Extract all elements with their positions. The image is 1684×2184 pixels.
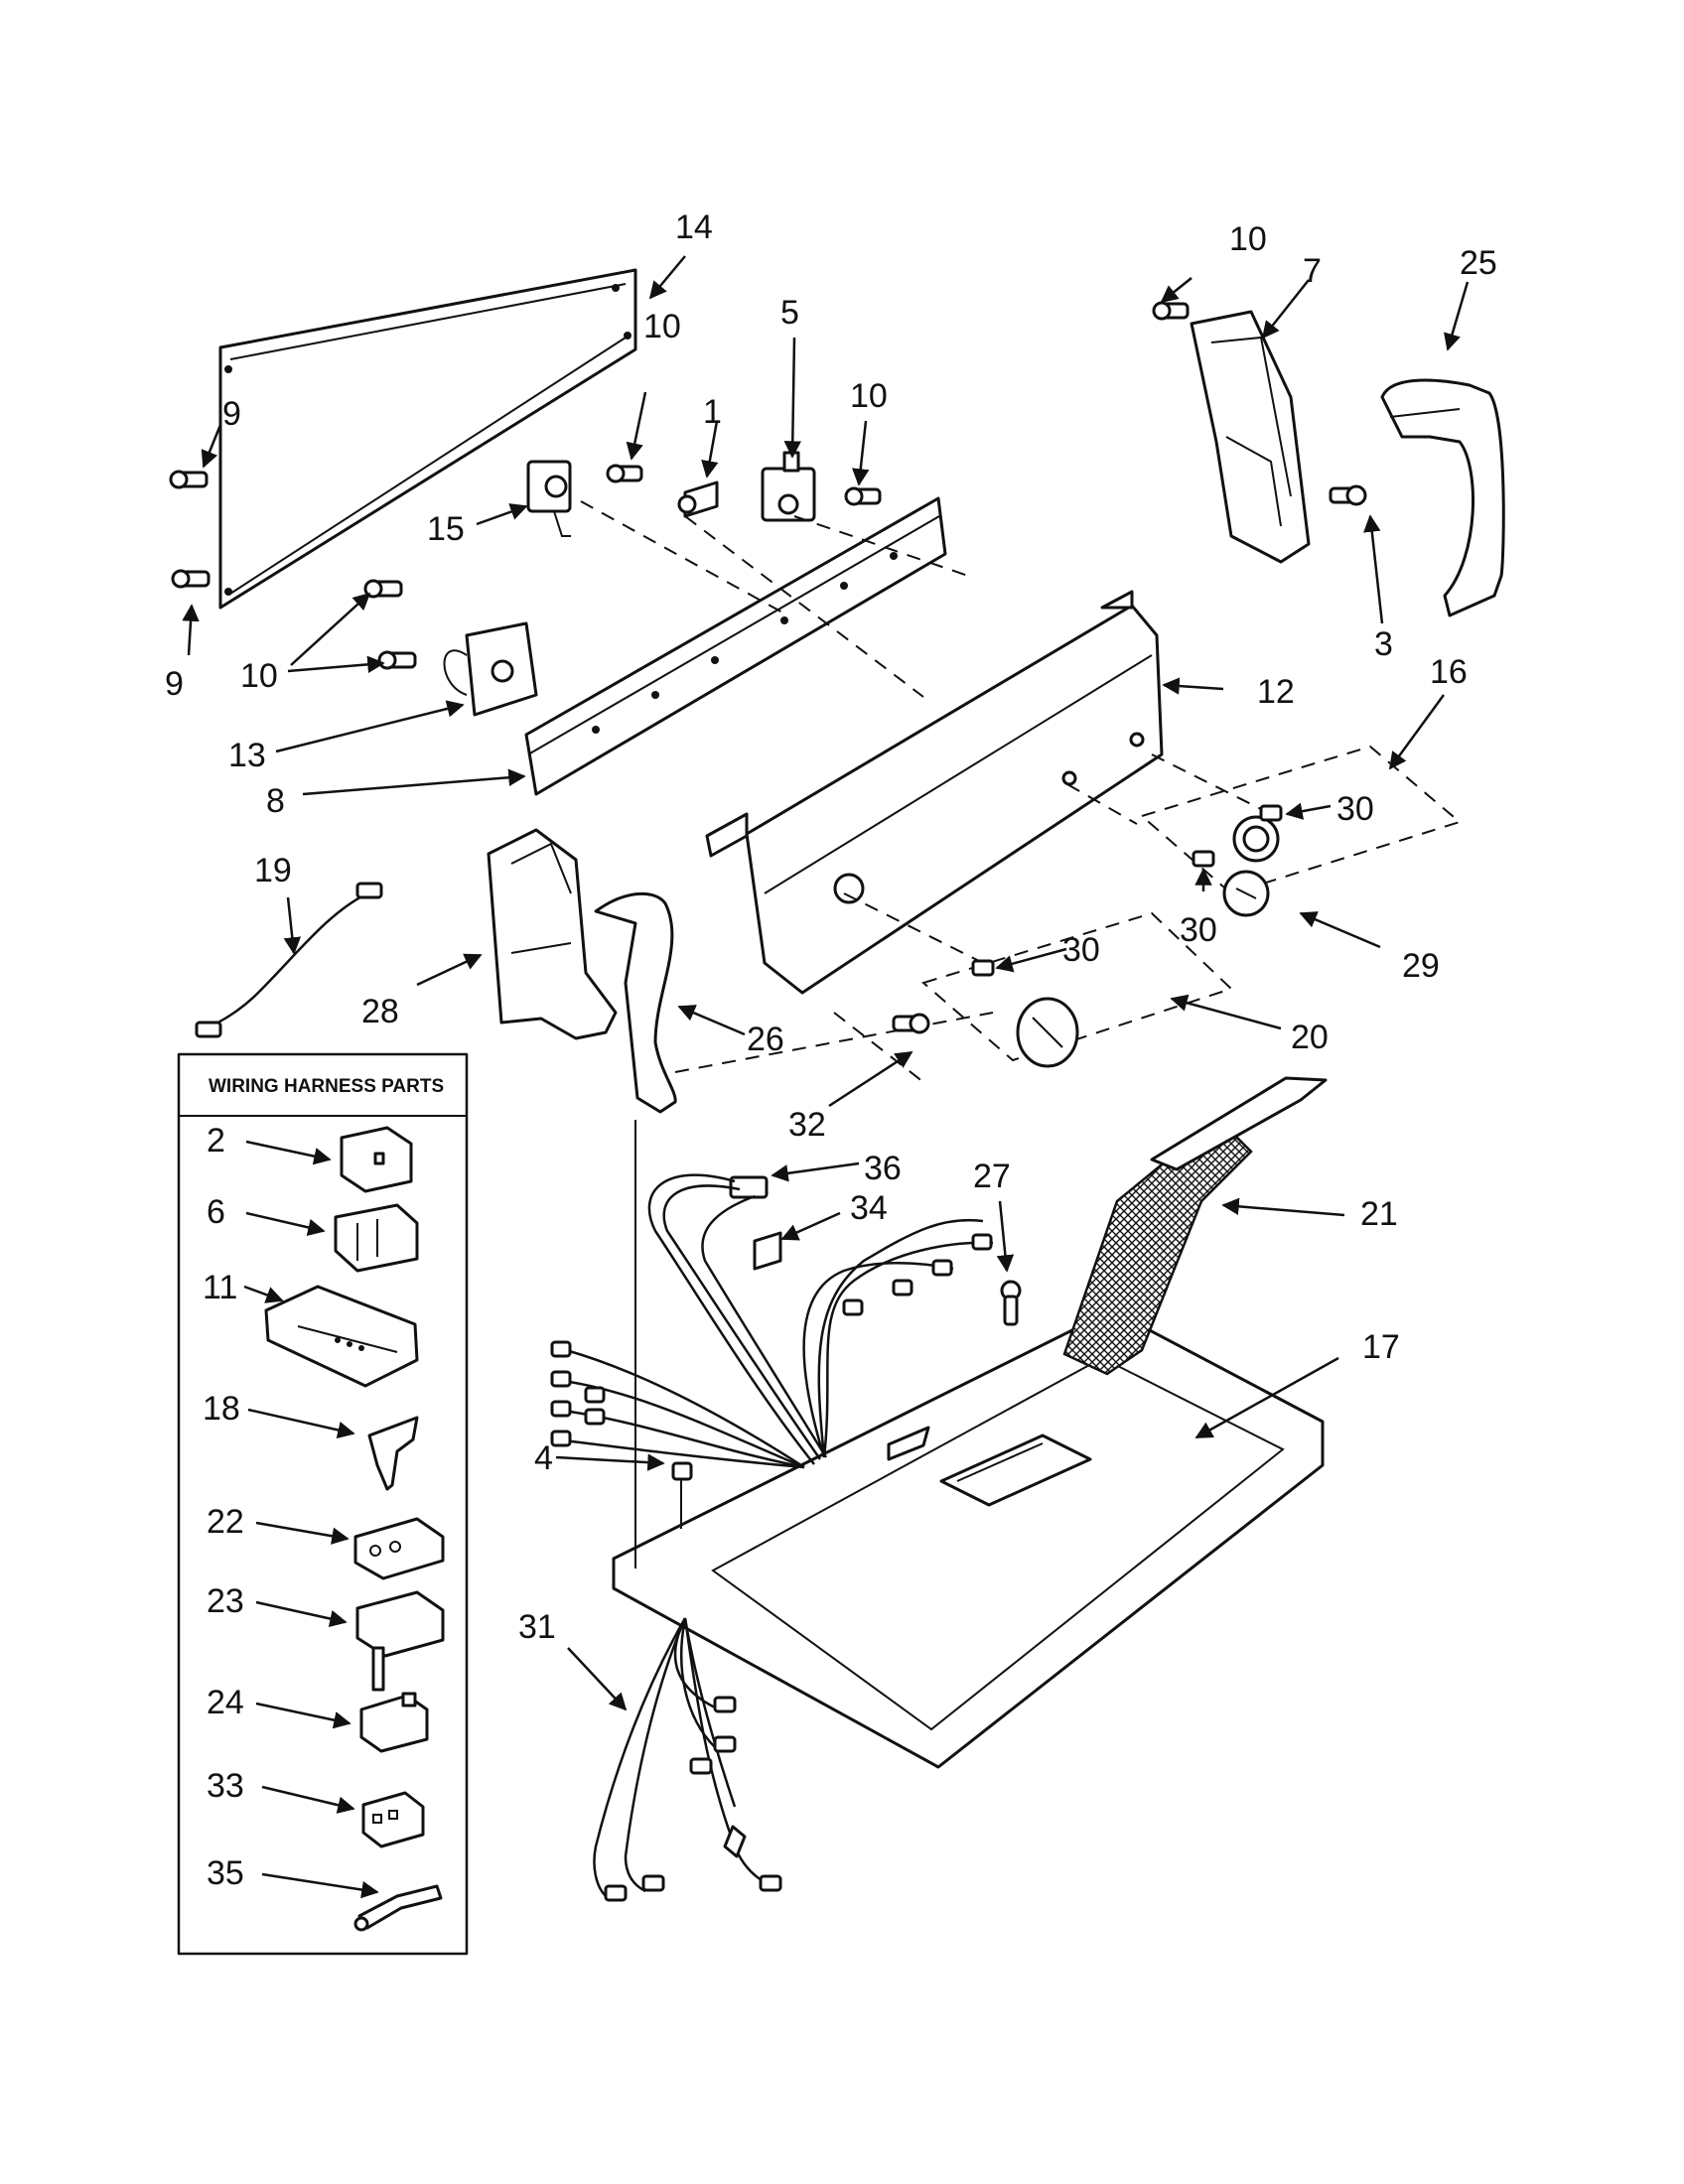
relay-part [761, 451, 816, 522]
connector-2 [340, 1126, 413, 1193]
screw-9-lower [171, 569, 210, 589]
callout-30-b: 30 [1180, 911, 1217, 949]
callout-19: 19 [254, 852, 292, 889]
callout-3: 3 [1374, 625, 1393, 663]
screw-10-e [1152, 301, 1190, 321]
connector-22 [353, 1517, 445, 1580]
legend-item-23: 23 [207, 1582, 244, 1620]
harness-wires-upper [555, 1173, 994, 1469]
callout-17: 17 [1362, 1328, 1400, 1366]
callout-9-top: 9 [222, 395, 241, 433]
rear-panel-plate [218, 268, 637, 610]
callout-8: 8 [266, 782, 285, 820]
callout-30-c: 30 [1062, 931, 1100, 969]
callout-10-e: 10 [1229, 220, 1267, 258]
callout-9-bottom: 9 [165, 665, 184, 703]
wiring-harness-legend: WIRING HARNESS PARTS 2 6 11 18 [177, 1052, 469, 1956]
callout-30-a: 30 [1336, 790, 1374, 828]
clip-30-b [1192, 850, 1215, 868]
left-end-cap [487, 828, 618, 1040]
callout-13: 13 [228, 737, 266, 774]
callout-36: 36 [864, 1150, 902, 1187]
screw-9-upper [169, 470, 209, 489]
control-bracket [524, 496, 947, 796]
callout-31: 31 [518, 1608, 556, 1646]
callout-20: 20 [1291, 1019, 1329, 1056]
legend-item-2: 2 [207, 1122, 225, 1160]
lint-filter [1062, 1076, 1328, 1376]
left-trim [594, 891, 677, 1114]
knob-20 [1016, 997, 1079, 1068]
legend-item-18: 18 [203, 1390, 240, 1428]
bracket-34 [753, 1231, 782, 1271]
leader-lines [182, 255, 1470, 1711]
harness-wires-lower [593, 1617, 782, 1902]
clip-30-a [1259, 804, 1283, 822]
clip-30-c [971, 959, 995, 977]
knob-29 [1232, 815, 1280, 863]
callout-10-a: 10 [643, 308, 681, 345]
screw-10-d [377, 650, 417, 670]
timer-part [443, 621, 538, 717]
connector-33 [361, 1791, 425, 1848]
clip-4 [671, 1461, 693, 1529]
bracket-part [677, 480, 719, 518]
callout-10-c: 10 [240, 657, 278, 695]
switch-part [526, 460, 572, 537]
terminal-35 [353, 1884, 443, 1932]
callout-10-b: 10 [850, 377, 888, 415]
connector-11 [264, 1285, 419, 1388]
alignment-lines [580, 500, 1463, 1083]
legend-item-22: 22 [207, 1503, 244, 1541]
callout-5: 5 [780, 294, 799, 332]
callout-4: 4 [534, 1439, 553, 1477]
legend-item-6: 6 [207, 1193, 225, 1231]
callout-14: 14 [675, 208, 713, 246]
callout-labels: 14 9 9 10 1 5 10 15 10 13 8 10 7 25 3 12… [165, 208, 1497, 1646]
jumper-wire [195, 882, 383, 1038]
top-panel [612, 1308, 1325, 1769]
callout-32: 32 [788, 1106, 826, 1144]
screw-10-c [363, 579, 403, 599]
knob-29-b [1222, 870, 1270, 917]
callout-16: 16 [1430, 653, 1468, 691]
screw-3 [1329, 484, 1367, 506]
right-end-cap [1190, 310, 1311, 564]
callout-12: 12 [1257, 673, 1295, 711]
legend-title: WIRING HARNESS PARTS [209, 1076, 444, 1097]
callout-1: 1 [703, 393, 722, 431]
screw-27 [1000, 1280, 1022, 1326]
callout-21: 21 [1360, 1195, 1398, 1233]
callout-15: 15 [427, 510, 465, 548]
legend-item-24: 24 [207, 1684, 244, 1721]
legend-item-33: 33 [207, 1767, 244, 1805]
screw-10-b [844, 486, 882, 506]
screw-10-a [606, 464, 643, 483]
callout-28: 28 [361, 993, 399, 1030]
harness-connectors [550, 1233, 993, 1447]
legend-item-11: 11 [203, 1269, 237, 1306]
connector-36 [729, 1175, 769, 1199]
legend-item-35: 35 [207, 1854, 244, 1892]
callout-29: 29 [1402, 947, 1440, 985]
callout-34: 34 [850, 1189, 888, 1227]
right-trim [1380, 378, 1505, 617]
connector-18 [367, 1416, 419, 1491]
screw-32 [892, 1013, 930, 1034]
callout-25: 25 [1460, 244, 1497, 282]
callout-27: 27 [973, 1158, 1011, 1195]
callout-26: 26 [747, 1021, 784, 1058]
connector-23 [355, 1590, 445, 1692]
connector-24 [359, 1692, 429, 1753]
callout-7: 7 [1303, 252, 1322, 290]
connector-6 [334, 1203, 419, 1273]
